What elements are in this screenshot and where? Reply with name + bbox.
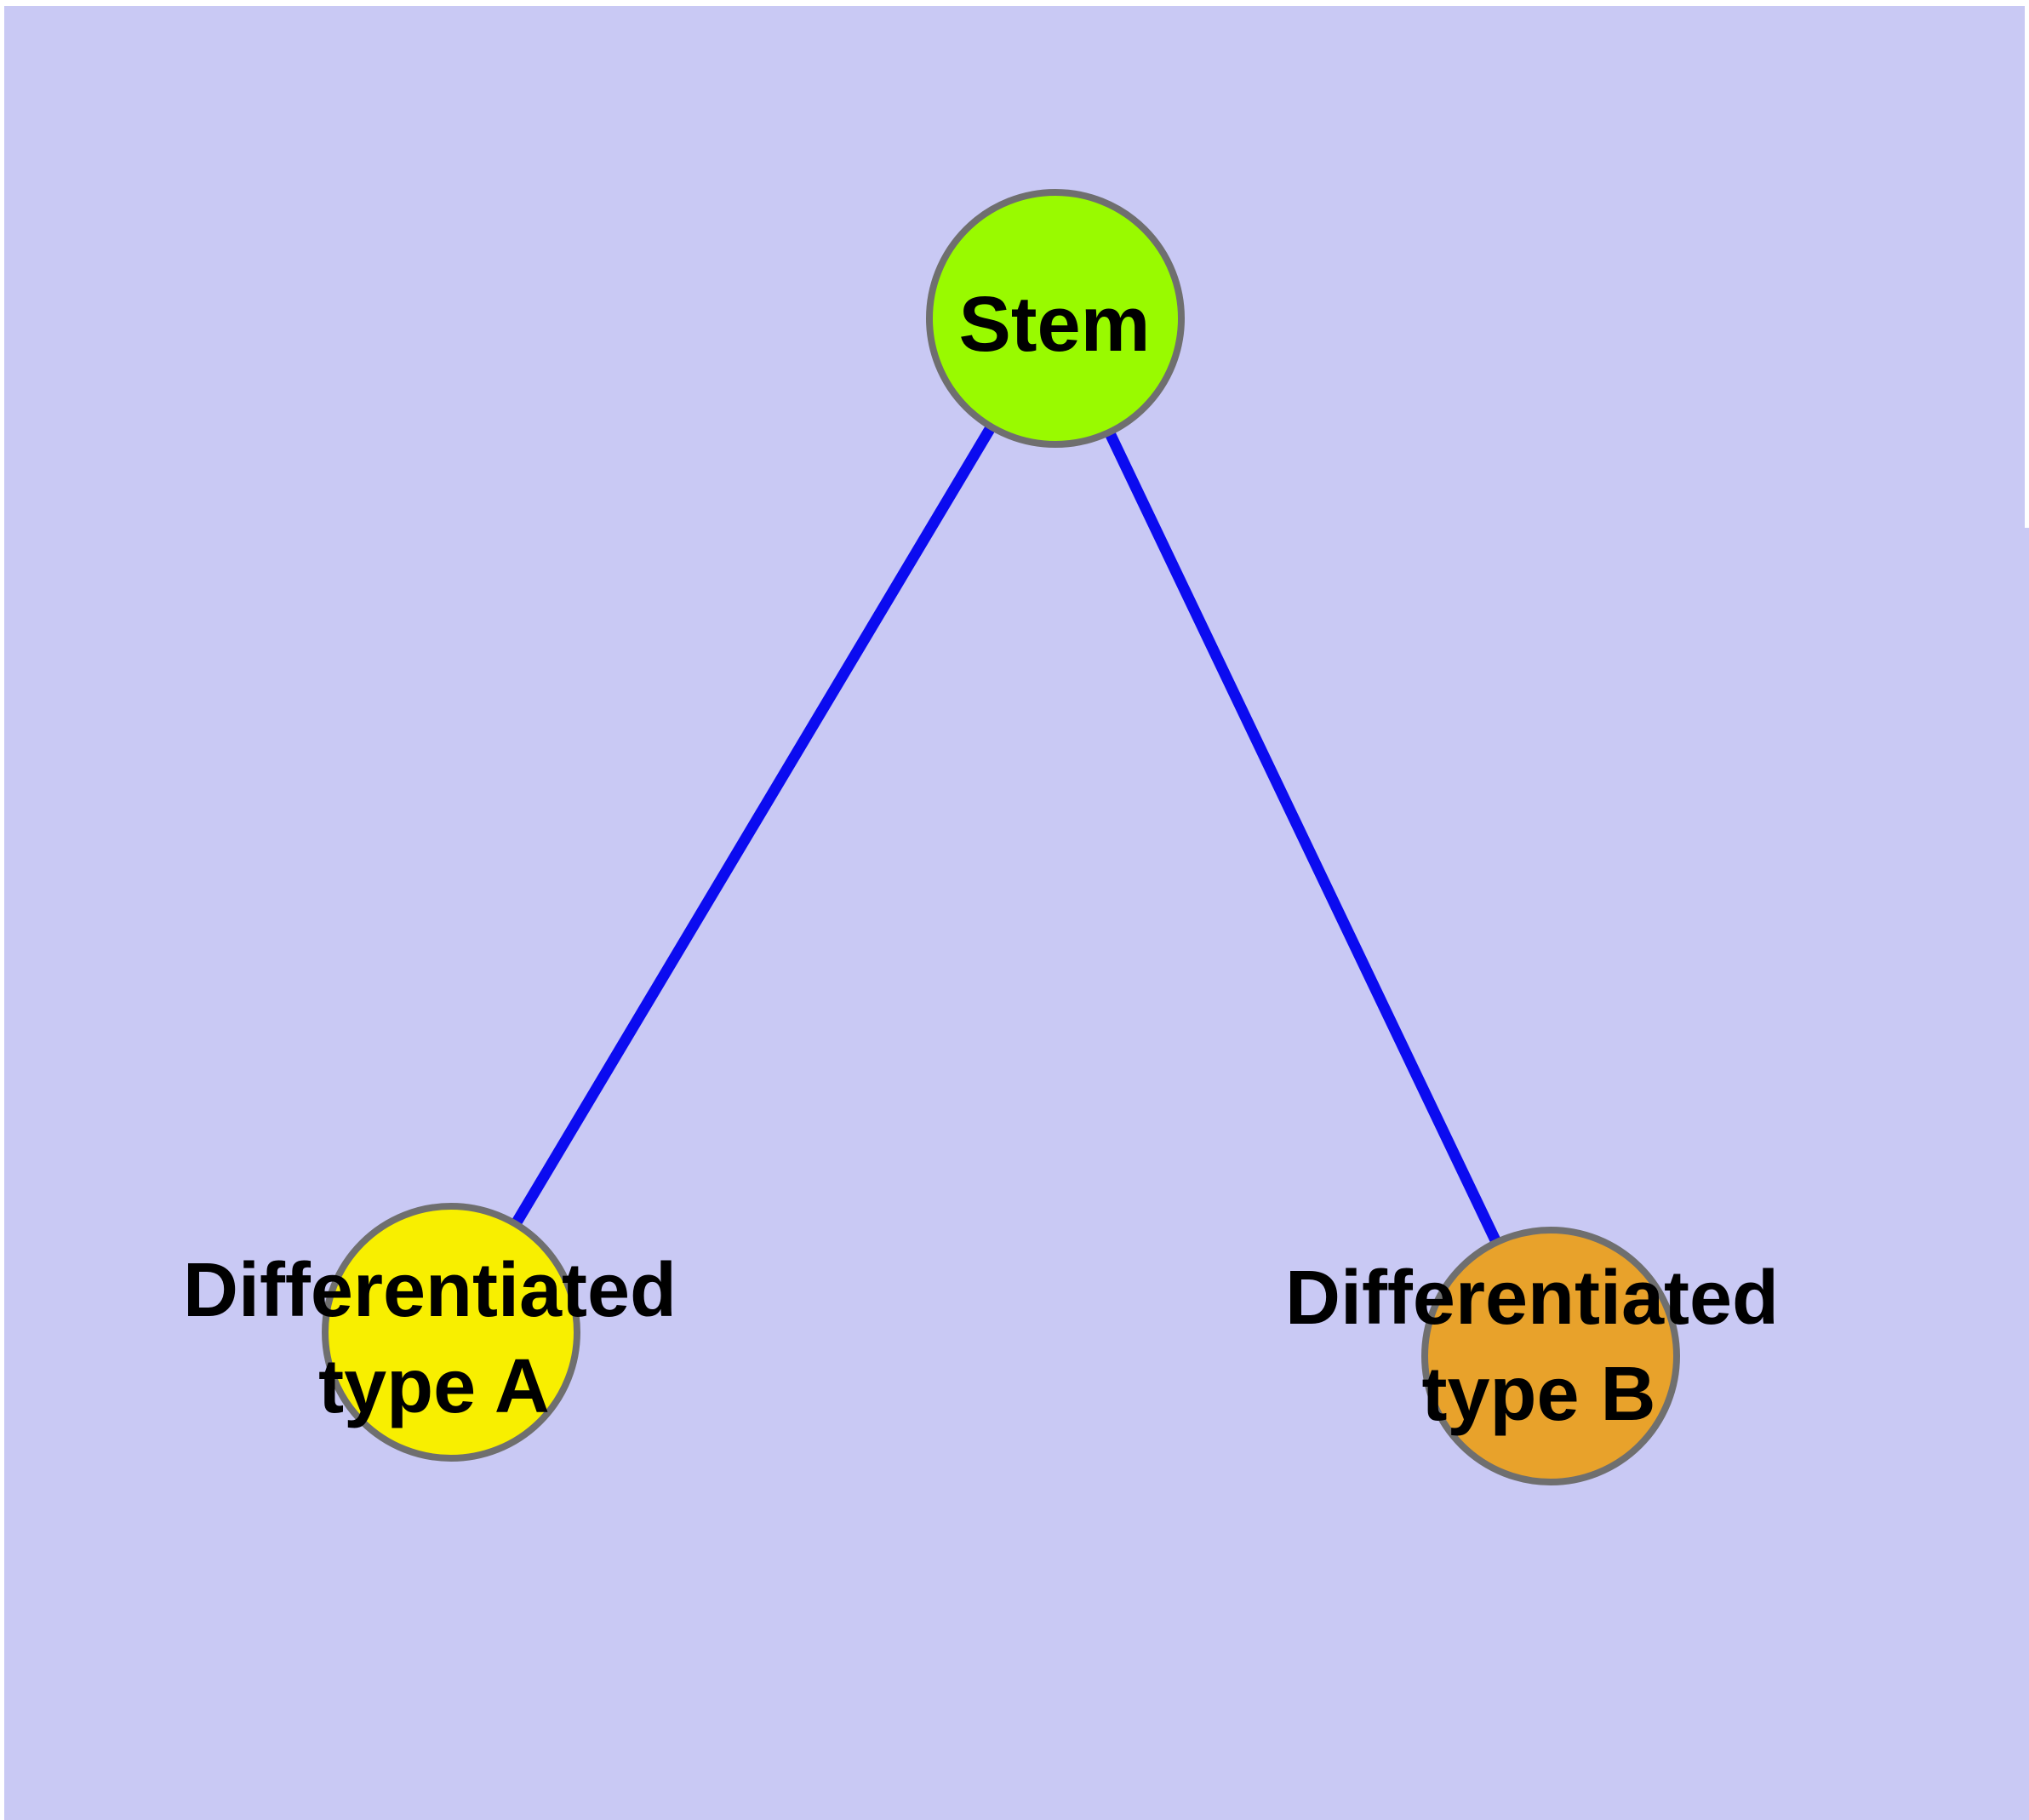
edge-layer (446, 316, 1556, 1359)
node-stem-circle (926, 189, 1185, 448)
node-type-a-label-line1: Differentiated (183, 1248, 677, 1333)
node-stem-label: Stem (959, 281, 1151, 368)
node-type-b-label-line2: type B (1421, 1352, 1655, 1437)
node-type-b-circle (1421, 1227, 1680, 1485)
node-layer (322, 189, 1680, 1485)
edge-stem-to-type-a (446, 316, 1060, 1336)
label-layer: Stem Differentiated type A Differentiate… (183, 281, 1779, 1437)
node-type-b-label-line1: Differentiated (1285, 1256, 1779, 1341)
frame-strip-top (0, 0, 2029, 6)
edge-stem-to-type-b (1050, 317, 1556, 1359)
node-type-a-circle (322, 1203, 580, 1462)
frame-strip-left (0, 0, 4, 1820)
node-type-a-label-line2: type A (318, 1344, 550, 1429)
frame-strip-right (2025, 0, 2029, 528)
